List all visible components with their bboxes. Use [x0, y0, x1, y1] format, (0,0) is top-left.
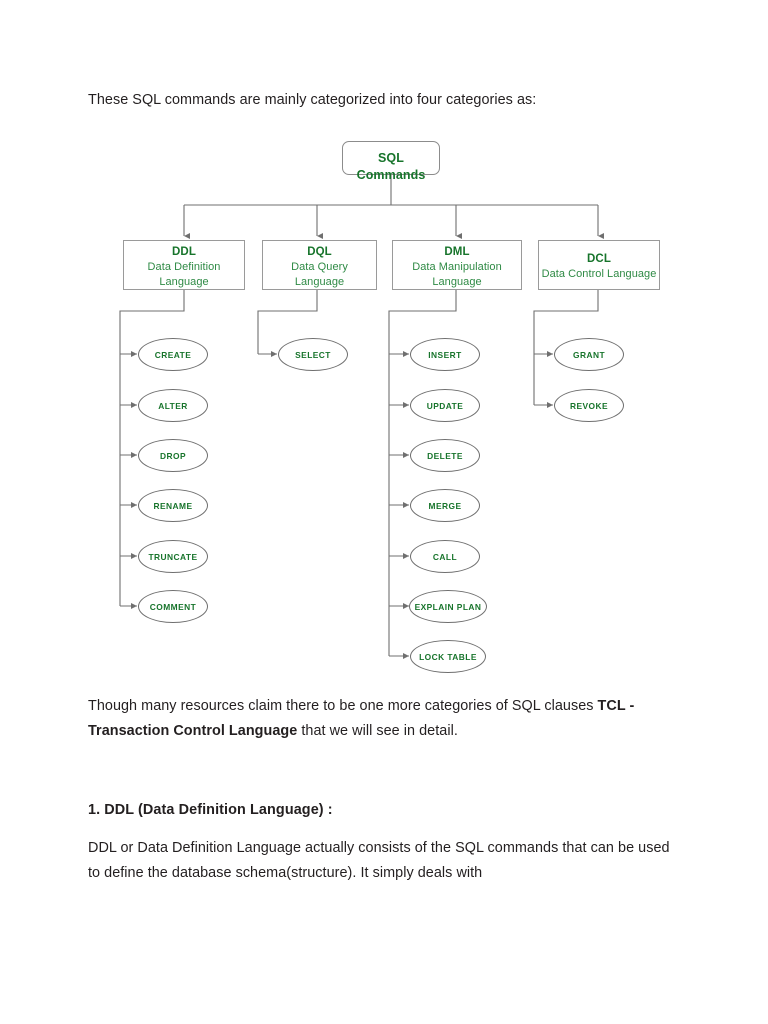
command-ellipse-grant[interactable]: GRANT — [554, 338, 624, 371]
command-ellipse-rename[interactable]: RENAME — [138, 489, 208, 522]
section-heading-ddl: 1. DDL (Data Definition Language) : — [88, 802, 333, 818]
category-box-dcl[interactable]: DCL Data Control Language — [538, 240, 660, 290]
command-ellipse-truncate[interactable]: TRUNCATE — [138, 540, 208, 573]
category-box-dql[interactable]: DQL Data Query Language — [262, 240, 377, 290]
tcl-paragraph-bold: TCL - Transaction Control Language — [88, 698, 635, 739]
tcl-paragraph-pre: Though many resources claim there to be … — [88, 698, 598, 714]
category-name-line2-ddl: Language — [159, 275, 209, 288]
command-ellipse-merge[interactable]: MERGE — [410, 489, 480, 522]
section-body-ddl: DDL or Data Definition Language actually… — [88, 840, 670, 881]
category-abbr-dql: DQL — [307, 246, 332, 258]
category-name-line2-dql: Language — [294, 275, 345, 288]
sql-commands-diagram: SQL Commands DDL Data Definition Languag… — [119, 141, 660, 673]
command-ellipse-lock-table[interactable]: LOCK TABLE — [410, 640, 486, 673]
category-name-line1-dql: Data Query — [291, 261, 348, 273]
command-ellipse-revoke[interactable]: REVOKE — [554, 389, 624, 422]
command-ellipse-alter[interactable]: ALTER — [138, 389, 208, 422]
intro-paragraph: These SQL commands are mainly categorize… — [88, 92, 537, 108]
diagram-connectors — [119, 175, 604, 659]
category-box-ddl[interactable]: DDL Data Definition Language — [123, 240, 245, 290]
command-ellipse-insert[interactable]: INSERT — [410, 338, 480, 371]
command-ellipse-update[interactable]: UPDATE — [410, 389, 480, 422]
command-ellipse-create[interactable]: CREATE — [138, 338, 208, 371]
root-node-label: SQL Commands — [356, 151, 426, 182]
tcl-paragraph-post: that we will see in detail. — [297, 723, 458, 739]
command-ellipse-select[interactable]: SELECT — [278, 338, 348, 371]
category-name-line1-dml: Data Manipulation — [412, 261, 502, 273]
category-name-line1-dcl: Data Control Language — [541, 268, 657, 280]
category-name-line2-dml: Language — [432, 275, 482, 288]
command-ellipse-call[interactable]: CALL — [410, 540, 480, 573]
command-ellipse-drop[interactable]: DROP — [138, 439, 208, 472]
category-abbr-ddl: DDL — [172, 246, 196, 258]
category-box-dml[interactable]: DML Data Manipulation Language — [392, 240, 522, 290]
command-ellipse-comment[interactable]: COMMENT — [138, 590, 208, 623]
tcl-paragraph: Though many resources claim there to be … — [88, 694, 682, 744]
command-ellipse-explain-plan[interactable]: EXPLAIN PLAN — [409, 590, 487, 623]
category-abbr-dml: DML — [444, 246, 470, 258]
command-ellipse-delete[interactable]: DELETE — [410, 439, 480, 472]
category-abbr-dcl: DCL — [587, 253, 611, 265]
root-node-sql-commands[interactable]: SQL Commands — [342, 141, 440, 182]
category-name-line1-ddl: Data Definition — [147, 261, 221, 273]
